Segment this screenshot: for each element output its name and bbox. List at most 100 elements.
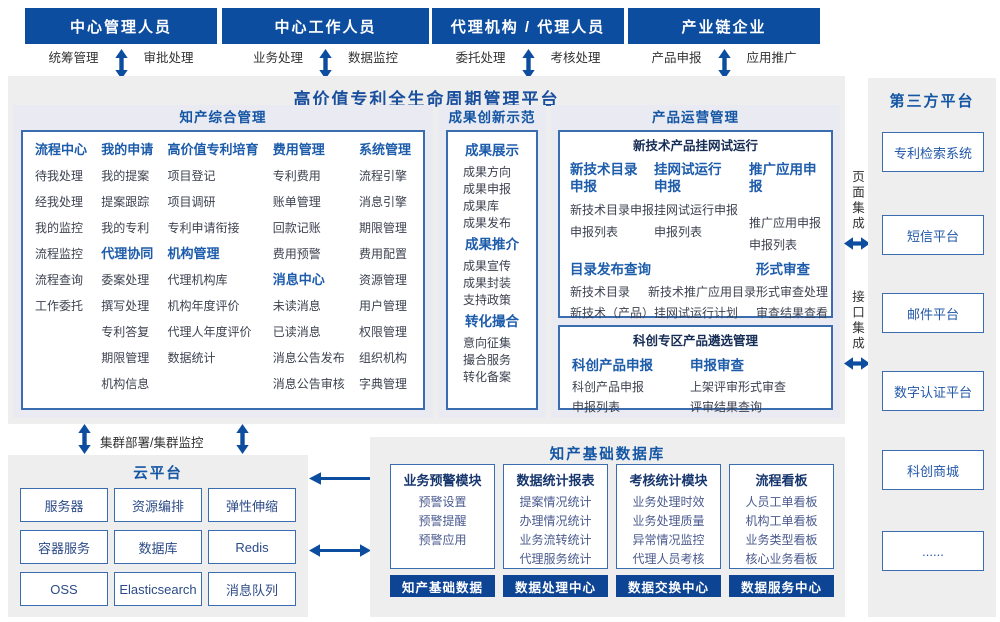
menu-item: 办理情况统计 <box>519 514 592 528</box>
group-heading: 新技术目录 申报 <box>570 162 638 194</box>
vertical-double-arrow-icon <box>717 49 731 79</box>
group-heading: 转化撮合 <box>465 314 519 329</box>
menu-item: 代理人年度评价 <box>167 325 252 339</box>
trial-column: 挂网试运行 申报 挂网试运行申报 申报列表 <box>654 158 749 256</box>
horizontal-double-arrow-icon <box>309 544 371 557</box>
menu-item: 新技术目录 <box>570 285 631 299</box>
menu-item: 项目登记 <box>167 169 216 183</box>
ip-management-box: 流程中心 待我处理 经我处理 我的监控 流程监控 流程查询 工作委托 我的申请 … <box>21 130 425 410</box>
menu-item: 核心业务看板 <box>745 552 818 566</box>
menu-item: 申报列表 <box>654 225 703 239</box>
actor-left-label: 委托处理 <box>455 51 506 65</box>
menu-item: 成果方向 <box>463 165 512 179</box>
platform-title: 高价值专利全生命周期管理平台 <box>293 90 560 109</box>
menu-item: 转化备案 <box>463 370 512 384</box>
menu-item: 未读消息 <box>272 299 321 313</box>
left-arrow-icon <box>309 472 371 485</box>
actor-title: 代理机构 / 代理人员 <box>432 8 624 44</box>
menu-item: 评审结果查询 <box>690 400 763 414</box>
menu-item: 成果发布 <box>463 216 512 230</box>
third-party-system-box: 短信平台 <box>882 215 984 255</box>
cloud-service-box: 消息队列 <box>208 572 296 606</box>
menu-item: 申报列表 <box>748 238 797 252</box>
menu-item: 新技术（产品）挂网试运行计划 <box>570 306 739 320</box>
actor-left-label: 统筹管理 <box>48 51 99 65</box>
selection-column: 科创产品申报 科创产品申报 申报列表 <box>572 355 690 417</box>
menu-item: 代理服务统计 <box>519 552 592 566</box>
interface-integration-label: 接口集成 <box>850 290 864 352</box>
cloud-service-box: 数据库 <box>114 530 202 564</box>
menu-item: 机构工单看板 <box>745 514 818 528</box>
vertical-double-arrow-icon <box>521 49 535 79</box>
vertical-double-arrow-icon <box>78 424 91 454</box>
menu-item: 经我处理 <box>35 195 84 209</box>
formal-review: 形式审查 形式审查处理 审查结果查看 <box>756 258 828 324</box>
horizontal-double-arrow-icon <box>844 237 870 250</box>
db-module-process-board: 流程看板 人员工单看板 机构工单看板 业务类型看板 核心业务看板 数据服务中心 <box>729 464 834 597</box>
third-party-system-box: 科创商城 <box>882 450 984 490</box>
menu-item: 费用预警 <box>272 247 321 261</box>
section-product-ops: 产品运营管理 新技术产品挂网试运行 新技术目录 申报 新技术目录申报 申报列表 … <box>551 105 840 418</box>
cloud-service-box: 服务器 <box>20 488 108 522</box>
catalog-publish-query: 目录发布查询 新技术目录新技术推广应用目录 新技术（产品）挂网试运行计划 <box>570 258 756 324</box>
cluster-deploy-monitor-label: 集群部署/集群监控 <box>100 436 204 450</box>
horizontal-double-arrow-icon <box>844 357 870 370</box>
menu-item: 专利费用 <box>272 169 321 183</box>
group-heading: 成果展示 <box>465 143 519 158</box>
page-integration-label: 页面集成 <box>850 170 864 232</box>
actor-right-label: 数据监控 <box>348 51 399 65</box>
menu-item: 委案处理 <box>101 273 150 287</box>
menu-item: 待我处理 <box>35 169 84 183</box>
menu-item: 意向征集 <box>463 336 512 350</box>
menu-item: 机构信息 <box>101 377 150 391</box>
menu-item: 提案情况统计 <box>519 495 592 509</box>
db-footer-button: 知产基础数据 <box>390 575 495 597</box>
menu-item: 流程引擎 <box>358 169 407 183</box>
menu-item: 已读消息 <box>272 325 321 339</box>
menu-item: 异常情况监控 <box>632 533 705 547</box>
group-heading: 成果推介 <box>465 237 519 252</box>
third-party-system-box: 邮件平台 <box>882 293 984 333</box>
sub-box-title: 科创专区产品遴选管理 <box>632 334 758 348</box>
menu-item: 我的监控 <box>35 221 84 235</box>
actor-title: 中心管理人员 <box>25 8 217 44</box>
menu-item: 上架评审形式审查 <box>690 380 787 394</box>
menu-item: 代理机构库 <box>167 273 228 287</box>
menu-item: 费用配置 <box>358 247 407 261</box>
db-module-statistics-report: 数据统计报表 提案情况统计 办理情况统计 业务流转统计 代理服务统计 数据处理中… <box>503 464 608 597</box>
menu-item: 预警设置 <box>418 495 467 509</box>
cloud-service-box: OSS <box>20 572 108 606</box>
section-title: 云平台 <box>133 466 183 482</box>
third-party-system-box: ...... <box>882 531 984 571</box>
group-heading: 流程中心 <box>35 142 88 157</box>
section-third-party: 第三方平台 专利检索系统 短信平台 邮件平台 数字认证平台 科创商城 .....… <box>868 78 996 617</box>
module-heading: 考核统计模块 <box>629 473 708 488</box>
sub-box-title: 新技术产品挂网试运行 <box>632 139 758 153</box>
db-module-warning: 业务预警模块 预警设置 预警提醒 预警应用 知产基础数据 <box>390 464 495 597</box>
group-heading: 高价值专利培育 <box>167 142 259 157</box>
menu-item: 项目调研 <box>167 195 216 209</box>
menu-item: 权限管理 <box>358 325 407 339</box>
trial-column: 推广应用申报 推广应用申报 申报列表 <box>749 158 821 256</box>
actor-left-label: 业务处理 <box>252 51 303 65</box>
menu-item: 业务处理时效 <box>632 495 705 509</box>
menu-item: 业务类型看板 <box>745 533 818 547</box>
menu-item: 新技术推广应用目录 <box>648 285 757 299</box>
menu-item: 专利答复 <box>101 325 150 339</box>
menu-item: 科创产品申报 <box>572 380 645 394</box>
group-heading: 机构管理 <box>167 246 220 261</box>
actor-center-staff: 中心工作人员 业务处理 数据监控 <box>222 8 429 79</box>
db-module-assessment: 考核统计模块 业务处理时效 业务处理质量 异常情况监控 代理人员考核 数据交换中… <box>616 464 721 597</box>
menu-item: 新技术目录申报 <box>570 203 655 217</box>
menu-item: 消息引擎 <box>358 195 407 209</box>
actor-right-label: 考核处理 <box>550 51 601 65</box>
db-footer-button: 数据处理中心 <box>503 575 608 597</box>
section-achievement: 成果创新示范 成果展示 成果方向 成果申报 成果库 成果发布 成果推介 成果宣传… <box>438 105 546 418</box>
menu-item: 代理人员考核 <box>632 552 705 566</box>
menu-item: 撮合服务 <box>463 353 512 367</box>
section-title: 知产基础数据库 <box>549 447 666 463</box>
cloud-service-box: 弹性伸缩 <box>208 488 296 522</box>
menu-item: 数据统计 <box>167 351 216 365</box>
module-heading: 数据统计报表 <box>516 473 595 488</box>
menu-item: 预警提醒 <box>418 514 467 528</box>
